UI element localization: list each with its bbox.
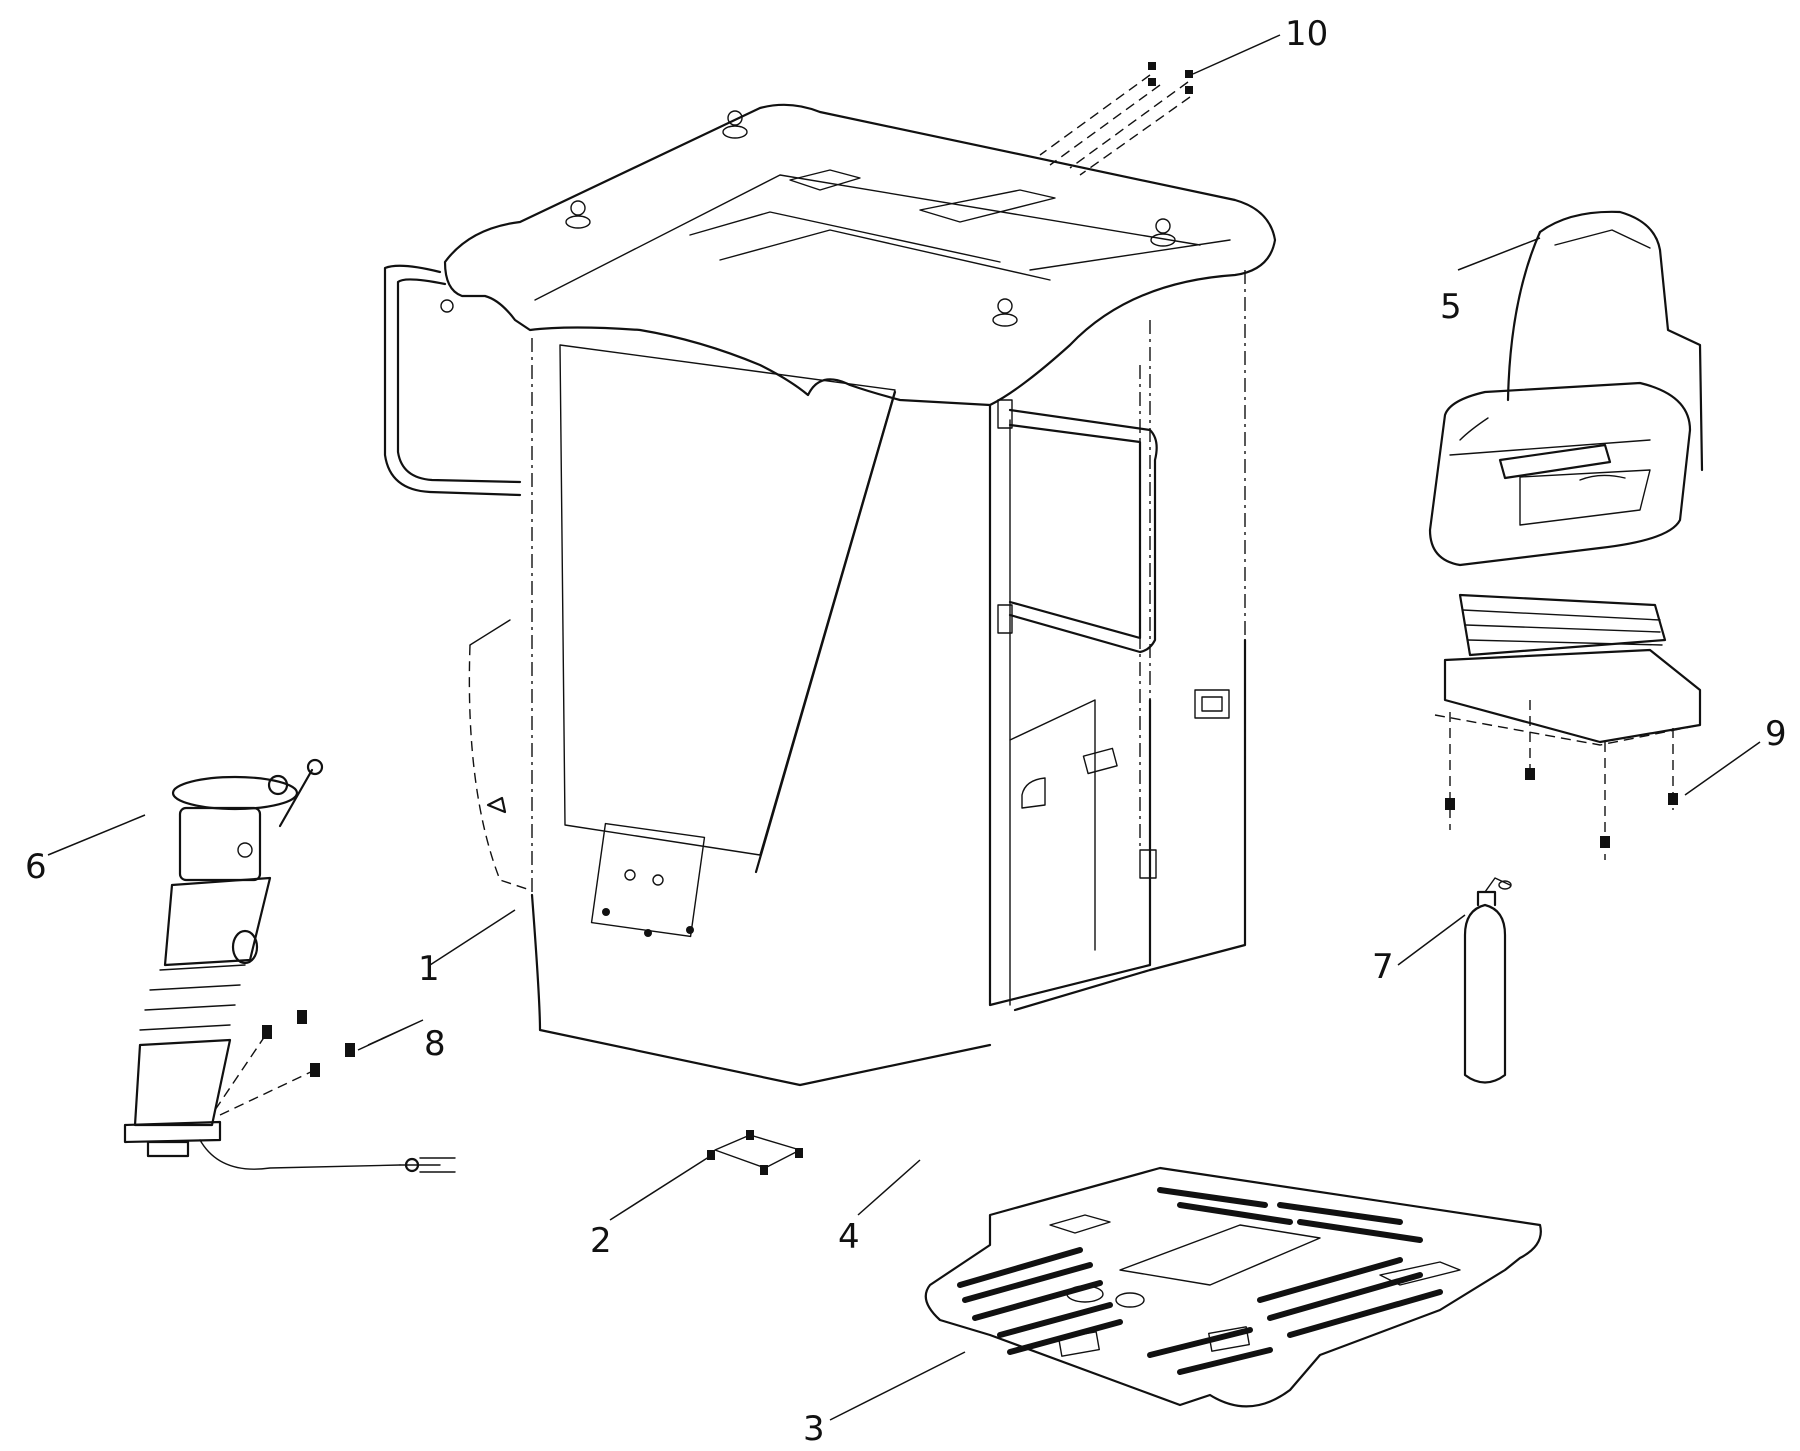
callout-5: 5 — [1440, 287, 1462, 327]
callout-labels: 1 2 3 4 5 6 7 8 9 10 — [25, 14, 1787, 1449]
operator-seat — [1428, 210, 1704, 860]
callout-6: 6 — [25, 847, 47, 887]
tread-pattern — [957, 1187, 1443, 1375]
fire-extinguisher — [1463, 877, 1512, 1084]
steering-column — [123, 758, 456, 1173]
callout-1: 1 — [418, 949, 440, 989]
floor-plate — [924, 1166, 1542, 1408]
callout-2: 2 — [590, 1221, 612, 1261]
callout-7: 7 — [1372, 947, 1394, 987]
callout-4: 4 — [838, 1217, 860, 1257]
callout-8: 8 — [424, 1024, 446, 1064]
leader-lines — [47, 34, 1761, 1421]
callout-10: 10 — [1285, 14, 1328, 54]
callout-9: 9 — [1765, 714, 1787, 754]
roof-bolts — [1039, 62, 1193, 176]
callout-3: 3 — [803, 1409, 825, 1449]
bracket-part — [707, 1130, 803, 1175]
cab-body — [383, 103, 1277, 1087]
